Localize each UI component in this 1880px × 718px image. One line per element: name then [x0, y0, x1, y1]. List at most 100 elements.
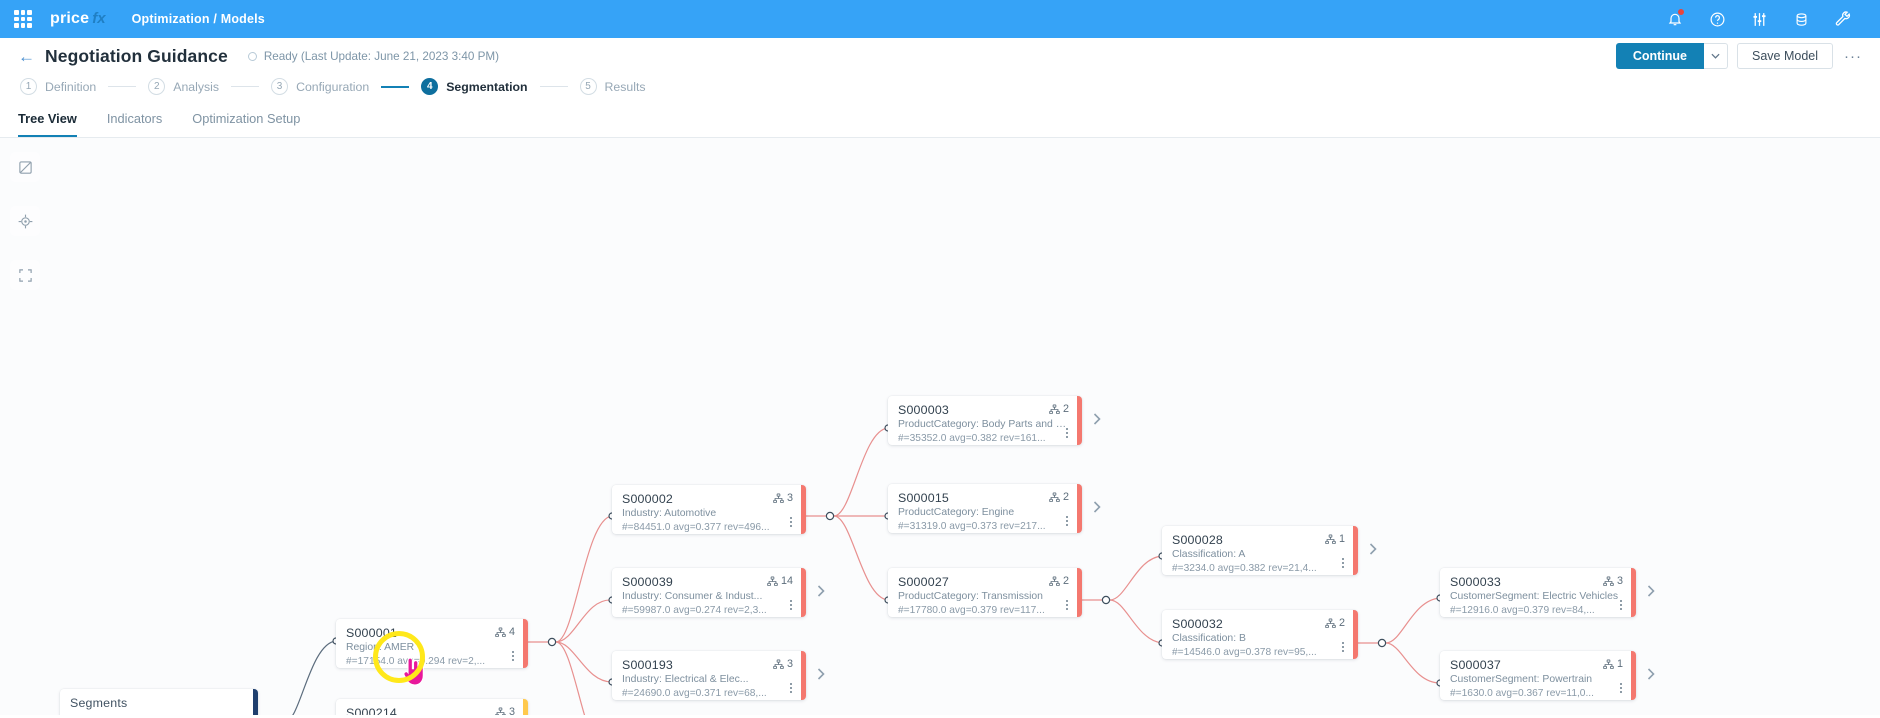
node-stats-label: #=31319.0 avg=0.373 rev=217... — [898, 521, 1046, 532]
more-options-icon[interactable]: ··· — [1844, 47, 1862, 65]
kebab-menu-icon[interactable] — [790, 683, 792, 693]
node-stats-label: #=59987.0 avg=0.274 rev=2,3... — [622, 605, 767, 616]
node-stats-label: #=12916.0 avg=0.379 rev=84,... — [1450, 605, 1595, 616]
wrench-icon[interactable] — [1834, 10, 1852, 28]
continue-dropdown-caret-icon[interactable] — [1703, 43, 1728, 69]
tab-tree-view[interactable]: Tree View — [18, 105, 77, 137]
hierarchy-icon — [1049, 491, 1060, 502]
kebab-menu-icon[interactable] — [790, 600, 792, 610]
node-color-bar — [1353, 526, 1358, 575]
stepper-step-number: 3 — [271, 78, 289, 95]
tree-node-root[interactable]: Segments Segments — [60, 689, 258, 715]
database-icon[interactable] — [1792, 10, 1810, 28]
target-focus-icon[interactable] — [10, 206, 40, 236]
kebab-menu-icon[interactable] — [1066, 516, 1068, 526]
stepper-step-number: 2 — [148, 78, 166, 95]
hierarchy-icon — [1325, 617, 1336, 628]
hierarchy-icon — [773, 492, 784, 503]
brand-logo[interactable]: price fx — [50, 10, 106, 28]
node-color-bar — [1353, 610, 1358, 659]
hierarchy-icon — [495, 706, 506, 715]
hierarchy-icon — [1049, 403, 1060, 414]
kebab-menu-icon[interactable] — [1066, 428, 1068, 438]
save-model-button[interactable]: Save Model — [1736, 43, 1833, 69]
node-dimension-label: ProductCategory: Body Parts and Ha... — [898, 419, 1068, 430]
stepper-step-number: 4 — [421, 78, 439, 95]
node-color-bar — [1077, 484, 1082, 533]
node-stats-label: #=35352.0 avg=0.382 rev=161... — [898, 433, 1046, 444]
stepper-step-number: 1 — [20, 78, 37, 95]
kebab-menu-icon[interactable] — [512, 651, 514, 661]
hierarchy-icon — [495, 626, 506, 637]
node-child-count-badge: 3 — [773, 658, 793, 670]
node-dimension-label: Region: AMER — [346, 642, 415, 653]
node-color-bar — [1631, 568, 1636, 617]
image-chart-icon[interactable] — [10, 152, 40, 182]
tab-optimization-setup[interactable]: Optimization Setup — [192, 111, 301, 126]
kebab-menu-icon[interactable] — [1342, 558, 1344, 568]
fullscreen-icon[interactable] — [10, 260, 40, 290]
node-stats-label: #=24690.0 avg=0.371 rev=68,... — [622, 688, 767, 699]
node-color-bar — [801, 485, 806, 534]
kebab-menu-icon[interactable] — [1620, 683, 1622, 693]
tab-indicators[interactable]: Indicators — [106, 111, 163, 126]
continue-button[interactable]: Continue — [1615, 43, 1704, 69]
expand-chevron-icon[interactable] — [1647, 584, 1655, 600]
kebab-menu-icon[interactable] — [1620, 600, 1622, 610]
expand-chevron-icon[interactable] — [1093, 500, 1101, 516]
node-child-count-badge: 2 — [1049, 403, 1069, 415]
help-circle-icon[interactable] — [1708, 10, 1726, 28]
tree-node[interactable]: S000214Region: APAC#=110043.0 avg=0.336 … — [336, 699, 528, 715]
stepper-step-label: Configuration — [296, 79, 370, 94]
breadcrumb[interactable]: Optimization / Models — [131, 12, 265, 26]
node-child-count: 3 — [1616, 575, 1623, 587]
expand-chevron-icon[interactable] — [1093, 412, 1101, 428]
node-dimension-label: CustomerSegment: Electric Vehicles — [1450, 591, 1619, 602]
expand-chevron-icon[interactable] — [1647, 667, 1655, 683]
node-color-bar — [801, 651, 806, 700]
stepper-step-configuration[interactable]: 3 Configuration — [271, 78, 369, 95]
kebab-menu-icon[interactable] — [1342, 642, 1344, 652]
node-child-count-badge: 2 — [1325, 617, 1345, 629]
stepper-step-label: Results — [604, 79, 646, 94]
tab-bar: Tree View Indicators Optimization Setup — [0, 105, 1880, 138]
bell-icon[interactable] — [1666, 9, 1684, 28]
hierarchy-icon — [773, 658, 784, 669]
node-child-count-badge: 3 — [773, 492, 793, 504]
kebab-menu-icon[interactable] — [1066, 600, 1068, 610]
node-color-bar — [523, 699, 528, 715]
node-child-count-badge: 3 — [1603, 575, 1623, 587]
expand-chevron-icon[interactable] — [817, 667, 825, 683]
stepper-connector — [381, 85, 410, 88]
expand-chevron-icon[interactable] — [817, 584, 825, 600]
kebab-menu-icon[interactable] — [790, 517, 792, 527]
back-arrow-icon[interactable]: ← — [18, 46, 35, 66]
expand-chevron-icon[interactable] — [1369, 542, 1377, 558]
header-actions: Continue Save Model ··· — [1615, 43, 1862, 69]
node-stats-label: #=3234.0 avg=0.382 rev=21,4... — [1172, 563, 1317, 574]
node-child-count: 3 — [786, 492, 793, 504]
node-id-label: S000037 — [1450, 658, 1502, 672]
apps-grid-icon[interactable] — [14, 10, 32, 28]
sliders-icon[interactable] — [1750, 10, 1768, 28]
node-id-label: S000028 — [1172, 533, 1224, 547]
